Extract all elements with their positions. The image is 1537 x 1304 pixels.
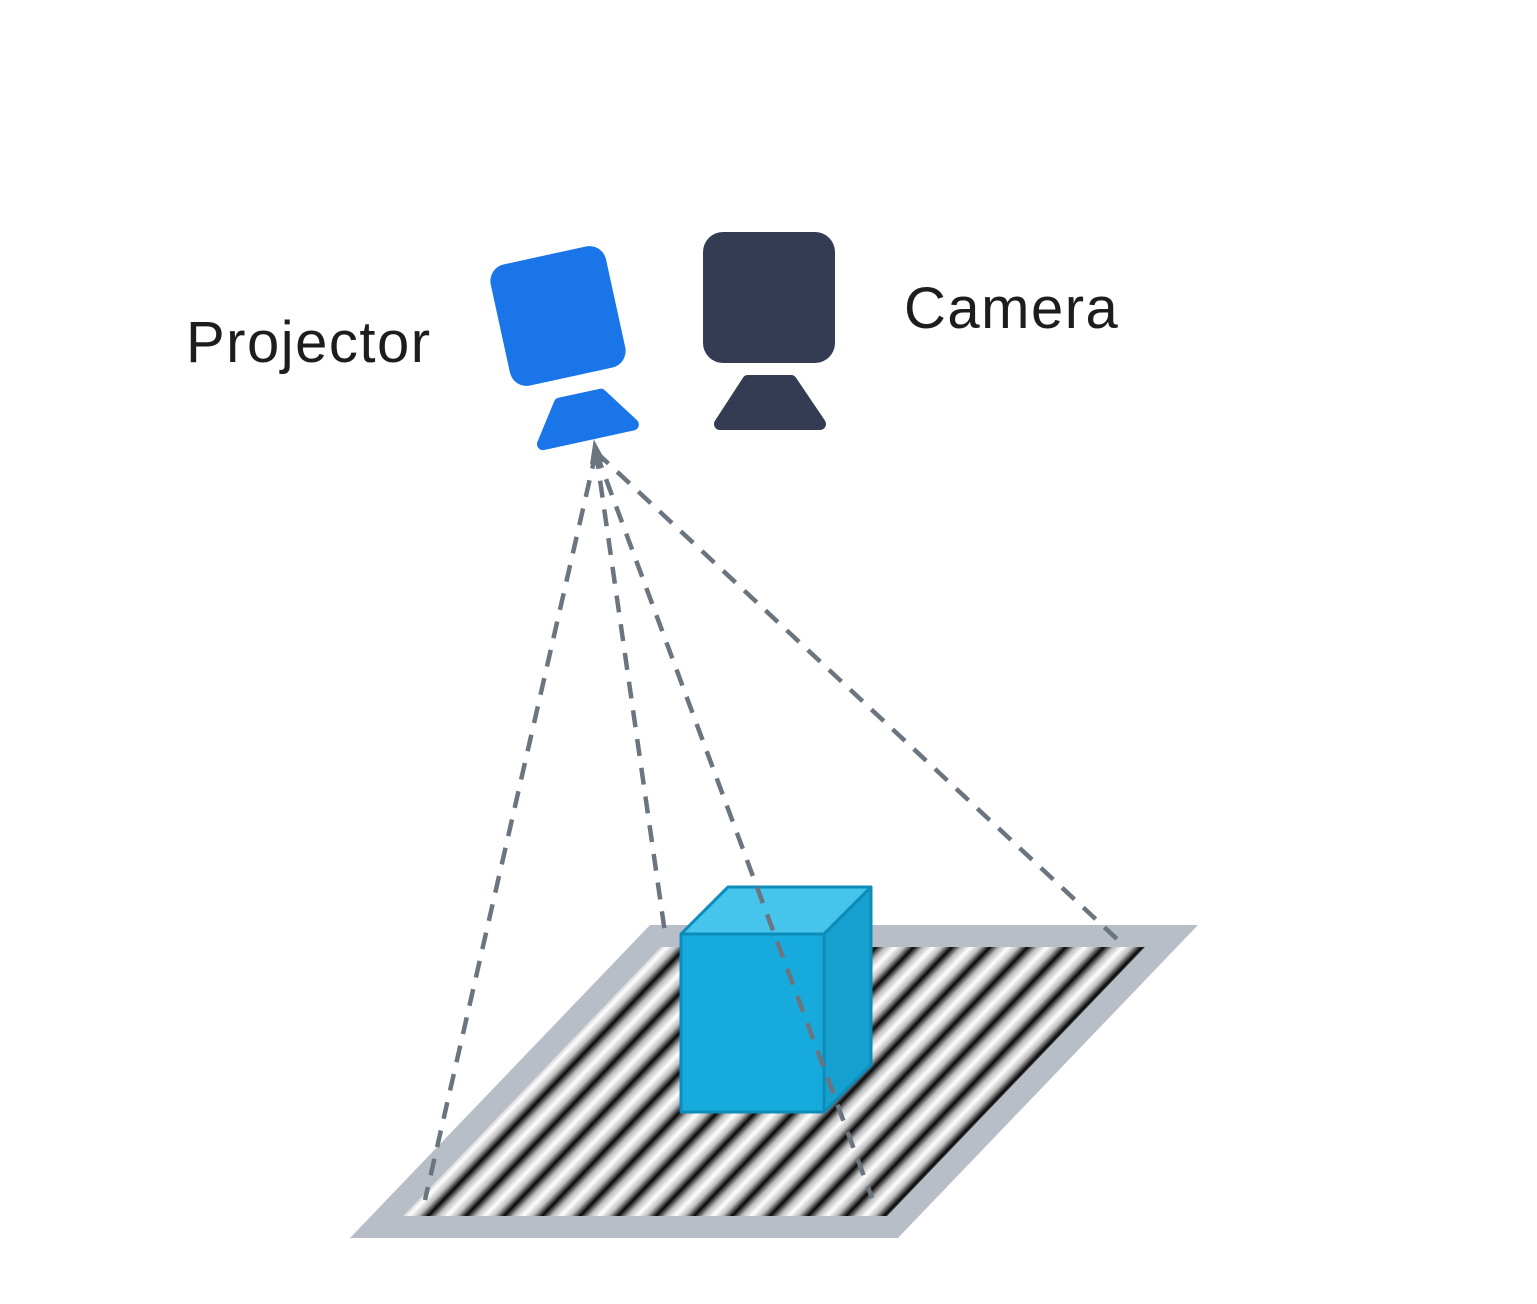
beam-center-right xyxy=(593,451,875,1199)
projection-beams xyxy=(422,450,1120,1201)
beam-left xyxy=(422,451,599,1201)
camera-icon xyxy=(703,232,835,430)
cube-front-face xyxy=(679,932,826,1114)
projector-label: Projector xyxy=(186,310,432,375)
camera-label: Camera xyxy=(904,276,1120,341)
scanned-cube xyxy=(679,885,873,1114)
projector-icon xyxy=(490,246,639,451)
camera-body xyxy=(703,232,835,363)
beam-center-left xyxy=(593,451,668,934)
camera-lens xyxy=(714,375,826,430)
beam-right xyxy=(594,450,1120,942)
beam-arrowhead-icon xyxy=(590,439,606,465)
projector-lens xyxy=(536,388,639,451)
projector-body xyxy=(490,246,626,386)
